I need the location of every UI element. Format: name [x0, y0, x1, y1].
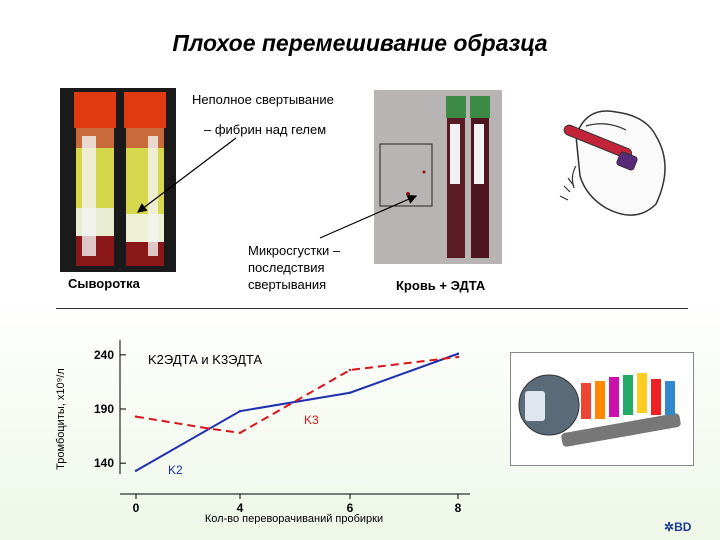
hand-holding-tube-icon [559, 110, 666, 216]
chart-ylabel: Тромбоциты, х10⁹/л [55, 368, 67, 470]
chart-point-k3 [238, 431, 242, 435]
chart-y-tick-label: 240 [94, 348, 114, 362]
chart-point-k2 [456, 352, 460, 355]
callout-incomplete-clotting-line1: Неполное свертывание [188, 90, 338, 110]
hand-illustration [556, 96, 686, 226]
section-divider [56, 308, 688, 309]
chart-point-k2 [348, 391, 352, 394]
edta-tubes-photo [374, 90, 502, 264]
chart-point-k3 [348, 368, 352, 372]
chart-x-tick-label: 8 [455, 501, 462, 515]
callout-incomplete-clotting-line2: – фибрин над гелем [200, 120, 331, 140]
slide-title: Плохое перемешивание образца [172, 30, 548, 56]
chart-series-line-k3 [135, 356, 459, 434]
label-blood-edta: Кровь + ЭДТА [396, 278, 486, 293]
chart-point-k2 [134, 469, 138, 472]
chart-series-group: K2 K3 [134, 352, 460, 477]
platelet-chart: Тромбоциты, х10⁹/л K2ЭДТА и K3ЭДТА 240 19… [55, 340, 470, 524]
chart-series-label-k2: K2 [168, 463, 183, 477]
chart-xlabel: Кол-во переворачиваний пробирки [205, 513, 383, 524]
chart-point-k2 [238, 409, 242, 413]
bd-logo-icon: ✲ [664, 520, 675, 534]
tube-rotator-image [511, 353, 693, 465]
serum-tubes-photo [60, 88, 176, 272]
chart-x-tick-label: 0 [133, 501, 140, 515]
edta-tubes-image [374, 90, 502, 264]
tube-mixer-photo [510, 352, 694, 466]
chart-series-label-k3: K3 [304, 413, 319, 427]
chart-y-tick-label: 190 [94, 402, 114, 416]
label-serum: Сыворотка [68, 276, 140, 291]
chart-point-k3 [456, 355, 460, 359]
serum-tubes-image [60, 88, 176, 272]
chart-series-title: K2ЭДТА и K3ЭДТА [148, 352, 262, 367]
bd-logo-text: BD [674, 520, 692, 534]
chart-point-k3 [207, 427, 210, 430]
chart-y-tick-label: 140 [94, 456, 114, 470]
chart-x-tick-label: 4 [237, 501, 244, 515]
chart-point-k3 [134, 415, 138, 418]
callout-microclots: Микросгустки – последствия свертывания [244, 240, 345, 295]
chart-x-tick-label: 6 [347, 501, 354, 515]
chart-axes: 240 190 140 0 4 6 8 [94, 340, 470, 515]
chart-series-line-k2 [135, 352, 459, 472]
bd-logo: ✲BD [664, 520, 691, 534]
